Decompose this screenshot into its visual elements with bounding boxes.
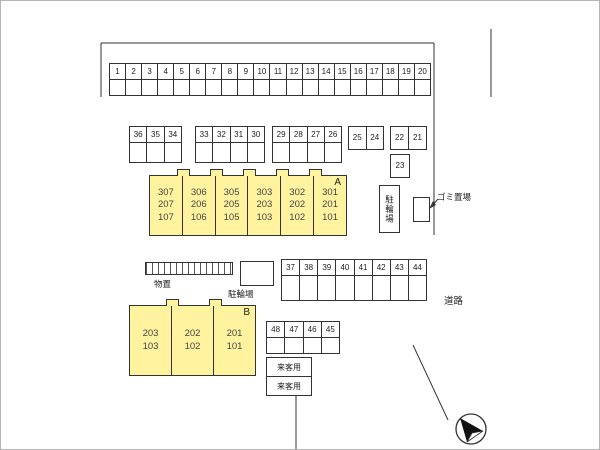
visitor-parking-2: 来客用: [266, 376, 312, 396]
parking-space: 21: [413, 133, 422, 142]
parking-space: 17: [366, 64, 383, 95]
parking-space-23: 23: [390, 154, 410, 178]
parking-space: 40: [336, 260, 355, 300]
parking-space: 30: [247, 127, 264, 162]
parking-space: 11: [270, 64, 287, 95]
unit-numbers: 202 102: [172, 306, 214, 375]
unit-numbers: 305 205 105: [216, 176, 249, 235]
parking-space: 5: [174, 64, 191, 95]
entrance-notch: [309, 169, 322, 176]
unit-numbers: 306 206 106: [183, 176, 216, 235]
parking-space: 32: [213, 127, 231, 162]
parking-space: 23: [395, 161, 405, 170]
entrance-notch: [243, 169, 256, 176]
parking-space: 33: [196, 127, 214, 162]
parking-space: 8: [222, 64, 239, 95]
parking-space: 1: [110, 64, 127, 95]
parking-space: 10: [254, 64, 271, 95]
storage-label: 物置: [154, 279, 172, 289]
parking-space: 13: [302, 64, 319, 95]
parking-space: 48: [267, 322, 286, 353]
entrance-notch: [166, 299, 179, 306]
entrance-notch: [276, 169, 289, 176]
garbage-area-label: ゴミ置場: [437, 192, 472, 202]
parking-space: 2: [126, 64, 143, 95]
visitor-parking-1: 来客用: [266, 357, 312, 377]
building-b-label: B: [243, 307, 250, 318]
parking-space: 31: [230, 127, 248, 162]
parking-space: 16: [350, 64, 367, 95]
parking-space: 24: [370, 133, 380, 142]
parking-space: 42: [372, 260, 391, 300]
unit-numbers: 203 103: [130, 306, 172, 375]
parking-space: 14: [318, 64, 335, 95]
parking-space: 26: [324, 127, 341, 162]
parking-space: 35: [147, 127, 165, 162]
parking-space: 22: [391, 127, 409, 149]
parking-space: 28: [290, 127, 308, 162]
parking-space: 47: [285, 322, 304, 353]
garbage-arrow-head: [429, 201, 436, 209]
unit-numbers: 307 207 107: [150, 176, 183, 235]
entrance-notch: [210, 169, 223, 176]
parking-space: 34: [164, 127, 181, 162]
parking-space: 25: [349, 127, 367, 149]
parking-space: 3: [142, 64, 159, 95]
parking-group-21-22: 22 21: [390, 126, 427, 150]
parking-space: 20: [414, 64, 430, 95]
entrance-notch: [177, 169, 190, 176]
north-arrow-icon: [455, 413, 487, 445]
storage-strip: [145, 262, 233, 275]
parking-space: 15: [334, 64, 351, 95]
unit-numbers: 301 201 101: [322, 186, 338, 223]
bicycle-parking-b-label: 駐輪場: [228, 289, 254, 299]
unit-numbers: 303 203 103: [248, 176, 282, 235]
parking-space: 9: [238, 64, 255, 95]
parking-space: 45: [321, 322, 339, 353]
parking-space: 43: [390, 260, 409, 300]
parking-space: 38: [300, 260, 319, 300]
parking-space: 46: [303, 322, 322, 353]
building-a-label: A: [334, 177, 341, 188]
parking-space: 36: [130, 127, 148, 162]
bicycle-parking-a: 駐輪場: [379, 185, 400, 233]
bicycle-parking-b-box: [240, 261, 274, 286]
garbage-area-box: [413, 197, 430, 222]
parking-space: 44: [408, 260, 426, 300]
parking-space: 39: [318, 260, 337, 300]
unit-numbers: 302 202 102: [281, 176, 315, 235]
road-edge-bottom-right: [412, 344, 449, 421]
parking-space: 6: [190, 64, 207, 95]
entrance-notch: [209, 299, 222, 306]
parking-space: 29: [273, 127, 291, 162]
parking-space: 37: [282, 260, 301, 300]
parking-space: 12: [286, 64, 303, 95]
unit-numbers: 201 101: [226, 328, 243, 352]
parking-space: 4: [158, 64, 175, 95]
parking-space: 7: [206, 64, 223, 95]
parking-space: 18: [382, 64, 399, 95]
parking-space: 27: [307, 127, 325, 162]
parking-space: 19: [398, 64, 415, 95]
parking-space: 41: [354, 260, 373, 300]
road-label: 道路: [444, 296, 464, 307]
